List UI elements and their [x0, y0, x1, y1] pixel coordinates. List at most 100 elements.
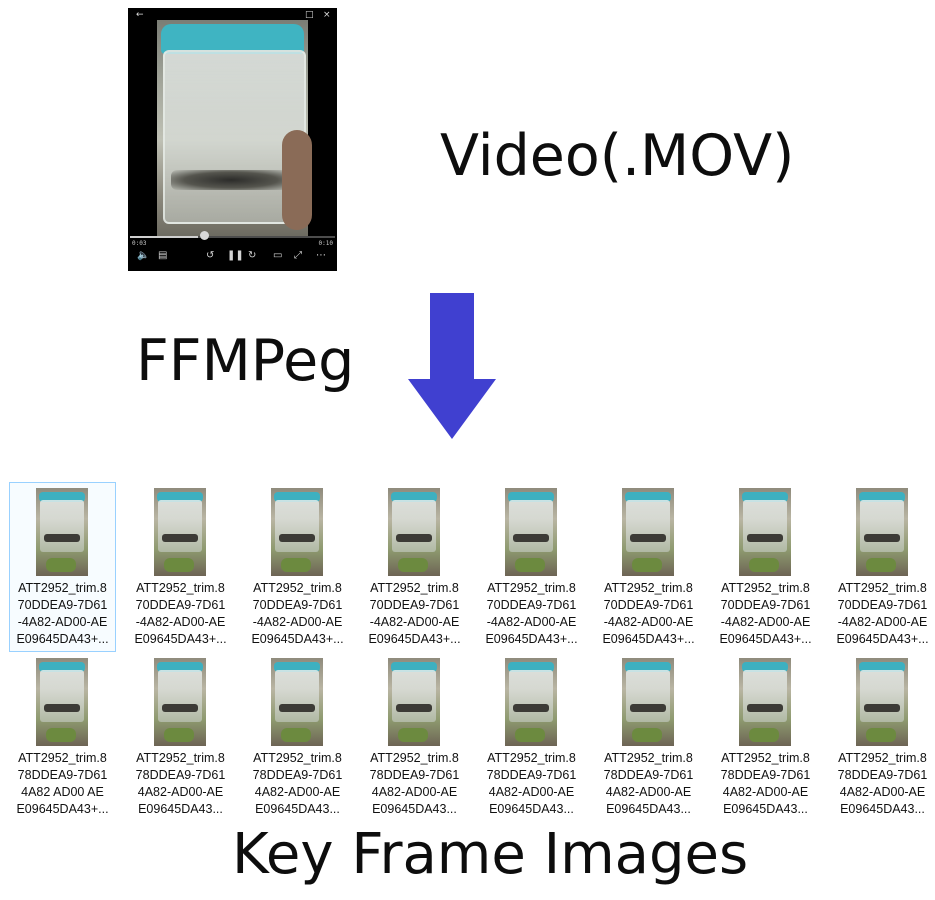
video-frame	[157, 20, 312, 238]
filename-line: ATT2952_trim.8	[721, 751, 810, 765]
filename-line: 4A82-AD00-AE	[137, 785, 224, 799]
filename-line: E09645DA43+...	[836, 632, 929, 646]
filename-line: 4A82-AD00-AE	[839, 785, 926, 799]
thumbnail-image	[856, 658, 908, 746]
filename-line: 78DDEA9-7D61	[486, 768, 577, 782]
filename-line: E09645DA43...	[840, 802, 925, 816]
container-lid	[161, 24, 304, 54]
filename-line: 4A82-AD00-AE	[722, 785, 809, 799]
thumbnail-image	[36, 658, 88, 746]
time-total: 0:10	[318, 240, 333, 247]
seek-handle[interactable]	[200, 231, 209, 240]
filename-line: 78DDEA9-7D61	[135, 768, 226, 782]
soil-layer	[171, 170, 291, 190]
time-elapsed: 0:03	[132, 240, 147, 247]
filename-line: 70DDEA9-7D61	[837, 598, 928, 612]
filename-line: E09645DA43+...	[368, 632, 461, 646]
volume-icon[interactable]: 🔈	[137, 250, 150, 261]
filename-line: 4A82-AD00-AE	[371, 785, 458, 799]
filename-line: -4A82-AD00-AE	[837, 615, 928, 629]
filename-line: E09645DA43+...	[485, 632, 578, 646]
filename-line: E09645DA43+...	[251, 632, 344, 646]
thumbnail-image	[36, 488, 88, 576]
thumbnail-item[interactable]: ATT2952_trim.8 70DDEA9-7D61 -4A82-AD00-AE E…	[362, 483, 467, 651]
filename-line: ATT2952_trim.8	[487, 751, 576, 765]
thumbnail-image	[622, 658, 674, 746]
filename-line: E09645DA43+...	[719, 632, 812, 646]
more-icon[interactable]: ⋯	[316, 250, 326, 261]
thumbnail-image	[739, 658, 791, 746]
thumbnail-filename: ATT2952_trim.8 70DDEA9-7D61 -4A82-AD00-AE E…	[362, 580, 467, 648]
filename-line: 70DDEA9-7D61	[369, 598, 460, 612]
filename-line: ATT2952_trim.8	[18, 581, 107, 595]
tool-label: FFMPeg	[136, 328, 355, 394]
thumbnail-image	[154, 488, 206, 576]
filename-line: ATT2952_trim.8	[18, 751, 107, 765]
filename-line: E09645DA43...	[255, 802, 340, 816]
thumbnail-item[interactable]: ATT2952_trim.8 70DDEA9-7D61 -4A82-AD00-AE E…	[830, 483, 935, 651]
skip-back-icon[interactable]: ↺	[206, 250, 215, 261]
filename-line: ATT2952_trim.8	[370, 581, 459, 595]
pause-icon[interactable]: ❚❚	[227, 250, 244, 261]
filename-line: E09645DA43...	[606, 802, 691, 816]
filename-line: 78DDEA9-7D61	[603, 768, 694, 782]
thumbnail-image	[388, 488, 440, 576]
filename-line: 78DDEA9-7D61	[252, 768, 343, 782]
skip-forward-icon[interactable]: ↻	[248, 250, 257, 261]
subtitles-icon[interactable]: ▤	[158, 250, 168, 261]
filename-line: -4A82-AD00-AE	[720, 615, 811, 629]
thumbnail-image	[505, 488, 557, 576]
thumbnail-image	[856, 488, 908, 576]
output-label: Key Frame Images	[232, 822, 749, 887]
filename-line: 78DDEA9-7D61	[369, 768, 460, 782]
filename-line: ATT2952_trim.8	[838, 581, 927, 595]
filename-line: 4A82 AD00 AE	[21, 785, 104, 799]
video-player: ← □ × 0:03 0:10 🔈 ▤ ↺ ❚❚ ↻ ▭ ⤢ ⋯	[128, 8, 337, 271]
filename-line: 78DDEA9-7D61	[837, 768, 928, 782]
back-icon[interactable]: ←	[136, 10, 144, 20]
thumbnail-image	[739, 488, 791, 576]
filename-line: 4A82-AD00-AE	[254, 785, 341, 799]
filename-line: ATT2952_trim.8	[721, 581, 810, 595]
down-arrow-icon	[408, 293, 496, 439]
filename-line: -4A82-AD00-AE	[369, 615, 460, 629]
thumbnail-image	[388, 658, 440, 746]
thumbnail-image	[505, 658, 557, 746]
cast-icon[interactable]: ▭	[273, 250, 283, 261]
seek-bar[interactable]	[130, 236, 335, 238]
filename-line: 70DDEA9-7D61	[486, 598, 577, 612]
thumbnail-filename: ATT2952_trim.8 70DDEA9-7D61 -4A82-AD00-AE E…	[830, 580, 935, 648]
filename-line: -4A82-AD00-AE	[603, 615, 694, 629]
video-label: Video(.MOV)	[440, 123, 795, 189]
filename-line: ATT2952_trim.8	[136, 581, 225, 595]
close-icon[interactable]: ×	[323, 10, 331, 20]
filename-line: 70DDEA9-7D61	[135, 598, 226, 612]
mini-view-icon[interactable]: □	[305, 10, 314, 20]
fullscreen-icon[interactable]: ⤢	[294, 250, 302, 261]
filename-line: E09645DA43+...	[134, 632, 227, 646]
filename-line: 78DDEA9-7D61	[17, 768, 108, 782]
filename-line: 70DDEA9-7D61	[252, 598, 343, 612]
filename-line: ATT2952_trim.8	[487, 581, 576, 595]
